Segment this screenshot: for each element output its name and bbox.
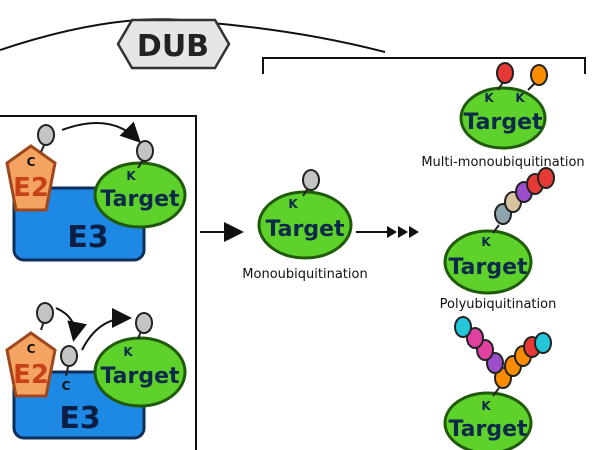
branched-polyubiquitination: Target K <box>443 316 552 450</box>
lysine-label: K <box>288 197 298 211</box>
multi-monoubiquitination: Target K K Multi-monoubiquitination <box>421 62 585 170</box>
target-label: Target <box>100 364 180 389</box>
ubiquitin-grey <box>136 140 154 162</box>
lysine-label: K <box>481 235 491 249</box>
ubiquitin-cyan <box>454 316 472 338</box>
e3-complex-top: E3 E2 C Target K <box>5 121 187 262</box>
ubiquitin-cyan <box>534 332 552 354</box>
ubiquitin-red <box>496 62 514 84</box>
caption-polyubiquitination: Polyubiquitination <box>440 297 557 312</box>
ubiquitin-grey <box>37 124 55 146</box>
e3-complex-bottom: E3 E2 C C Target K <box>5 302 187 440</box>
transfer-arrow <box>61 121 141 143</box>
target-blob <box>93 336 187 408</box>
lysine-label-2: K <box>515 91 525 105</box>
ubiquitin-pink <box>466 327 484 349</box>
ubiquitin-red <box>537 167 555 189</box>
target-blob <box>443 229 533 295</box>
lysine-label: K <box>126 169 136 183</box>
target-blob <box>459 86 547 150</box>
dub-label: DUB <box>137 29 209 64</box>
e3-label: E3 <box>67 220 108 255</box>
lysine-label: K <box>481 399 491 413</box>
ub-linker <box>492 387 500 397</box>
transfer-arrow-e2-e3 <box>55 307 87 342</box>
e2-label: E2 <box>13 173 49 203</box>
e2-pentagon <box>5 144 57 212</box>
e2-pentagon <box>5 331 57 398</box>
ub-linker <box>492 224 500 234</box>
target-label: Target <box>100 187 180 212</box>
lysine-label-1: K <box>484 91 494 105</box>
left-bracket <box>0 115 197 450</box>
cysteine-label: C <box>27 155 36 169</box>
dub-badge: DUB <box>116 18 231 70</box>
ubiquitin-grey <box>36 302 54 324</box>
target-label: Target <box>463 110 543 135</box>
target-label: Target <box>448 417 528 442</box>
polyubiquitination: Target K Polyubiquitination <box>440 167 557 312</box>
e3-cysteine-label: C <box>62 379 71 393</box>
monoubiquitination: Target K Monoubiquitination <box>242 169 368 282</box>
ub-linker <box>527 82 536 91</box>
caption-multi-monoubiquitination: Multi-monoubiquitination <box>421 155 584 170</box>
ubiquitin-orange <box>530 64 548 86</box>
e3-label: E3 <box>59 401 100 436</box>
right-bracket <box>262 57 586 74</box>
lysine-label: K <box>123 345 133 359</box>
caption-monoubiquitination: Monoubiquitination <box>242 267 367 282</box>
target-blob <box>443 391 533 450</box>
arrow-to-products <box>356 226 419 238</box>
ub-linker <box>65 366 69 377</box>
e2-cysteine-label: C <box>27 342 36 356</box>
ubiquitin-grey <box>60 345 78 367</box>
e2-label: E2 <box>13 360 49 390</box>
ubiquitin-grey <box>302 169 320 191</box>
ubiquitin-grey <box>135 312 153 334</box>
target-label: Target <box>265 217 345 242</box>
target-label: Target <box>448 255 528 280</box>
transfer-arrow-e3-target <box>81 308 132 351</box>
